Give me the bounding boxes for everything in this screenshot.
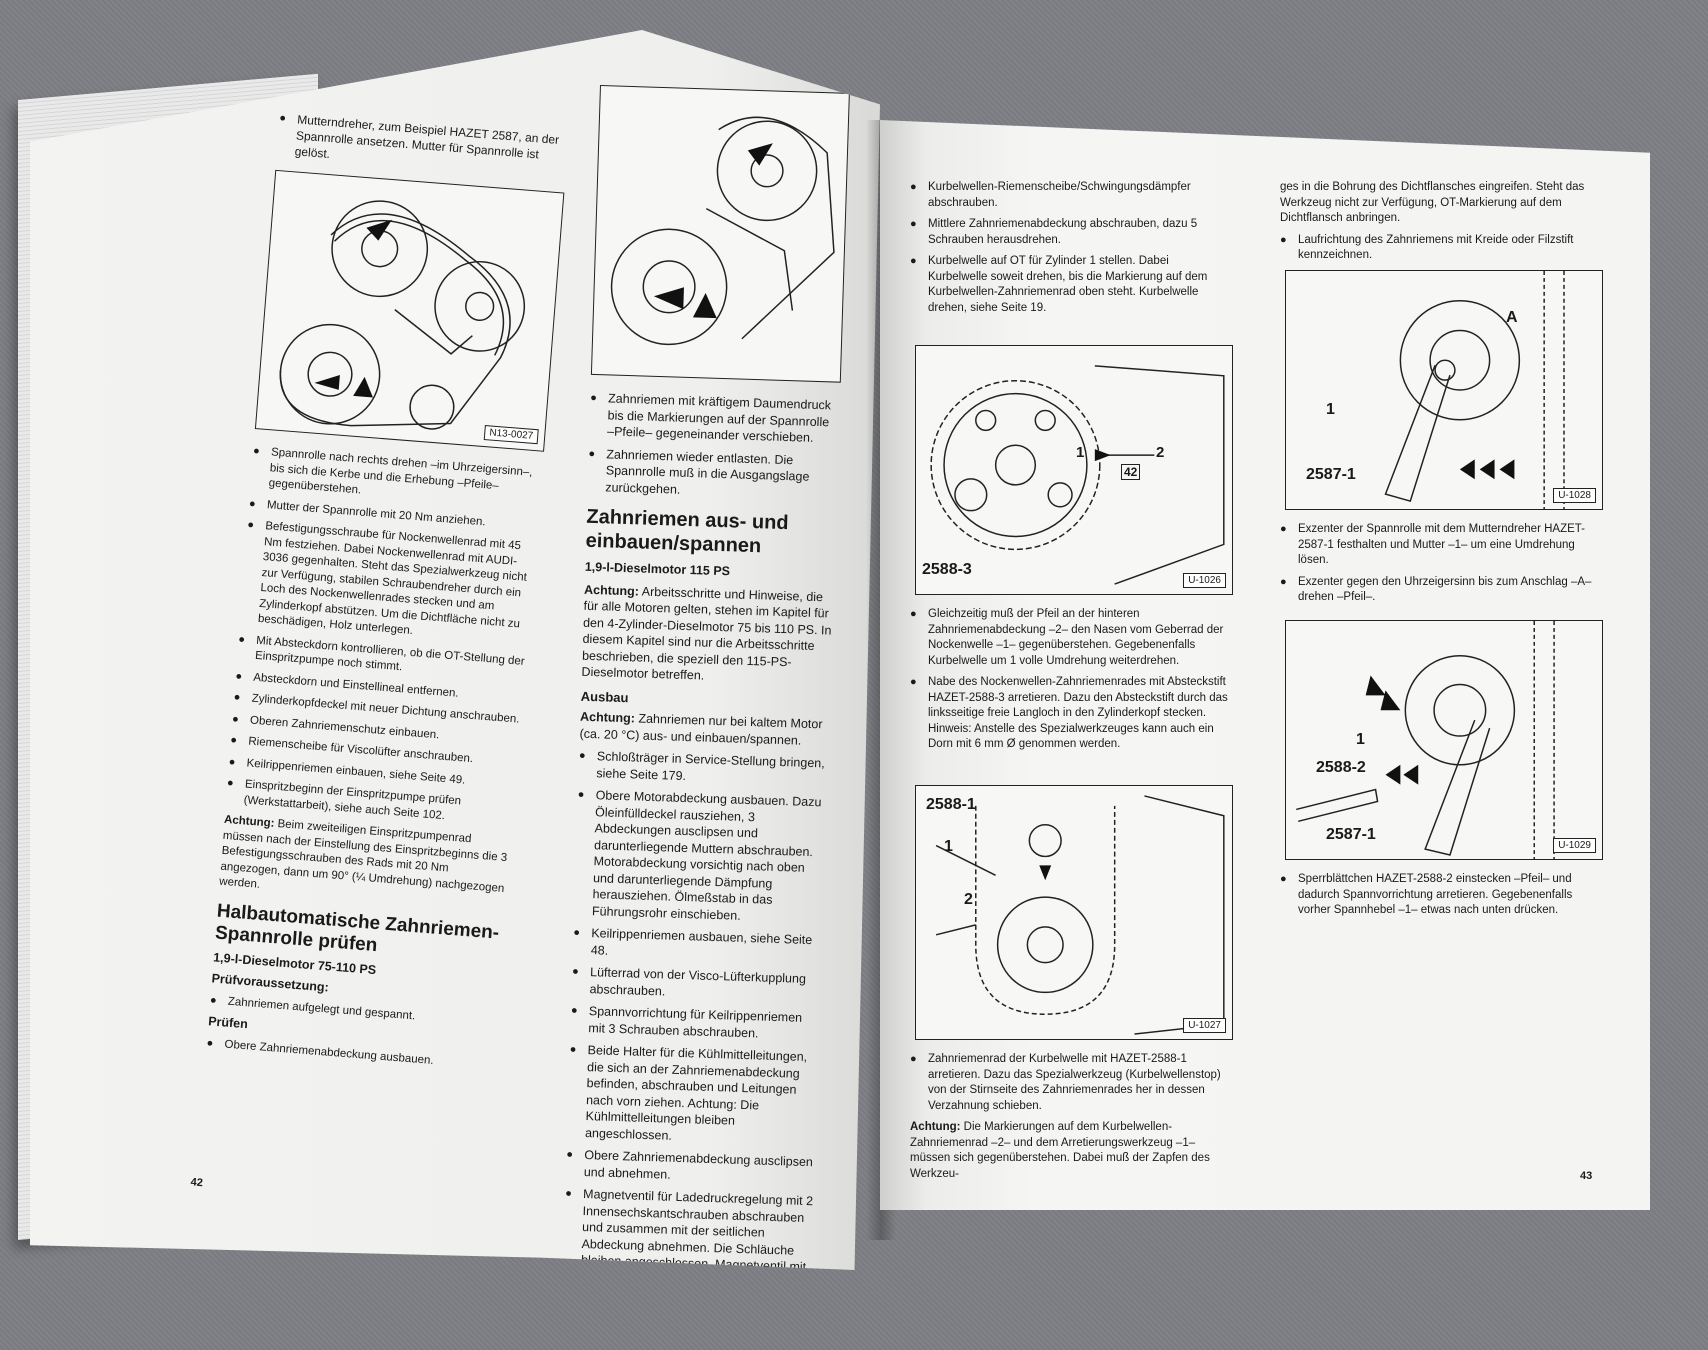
right-column-2-steps-3: Sperrblättchen HAZET-2588-2 einstecken –… bbox=[1280, 872, 1600, 925]
section-heading: Zahnriemen aus- und einbauen/spannen bbox=[585, 505, 789, 558]
achtung-note: Achtung: Arbeitsschritte und Hinweise, d… bbox=[581, 581, 834, 688]
callout-1: 1 bbox=[1356, 731, 1365, 748]
list-item: Laufrichtung des Zahnriemens mit Kreide … bbox=[1280, 233, 1600, 264]
achtung-label: Achtung: bbox=[579, 709, 636, 726]
figure-code: U-1028 bbox=[1553, 488, 1596, 503]
achtung-label: Achtung: bbox=[910, 1121, 961, 1133]
figure-u-1026: 1 2 42 2588-3 U-1026 bbox=[915, 345, 1233, 595]
tensioner-wrench-drawing bbox=[1384, 271, 1565, 509]
page-number-right: 43 bbox=[1580, 1170, 1593, 1182]
tool-label-b: 2587-1 bbox=[1326, 826, 1376, 843]
figure-code: U-1029 bbox=[1553, 838, 1596, 853]
left-page: Mutterndreher, zum Beispiel HAZET 2587, … bbox=[30, 30, 880, 1270]
figure-n13-0027: N13-0027 bbox=[254, 169, 565, 452]
callout-2: 2 bbox=[964, 891, 973, 908]
achtung-text: Beim zweiteiligen Einspritzpumpenrad müs… bbox=[218, 818, 508, 895]
tool-label: 2587-1 bbox=[1306, 466, 1356, 483]
crankshaft-gear-drawing bbox=[935, 795, 1225, 1035]
tool-label: 2588-1 bbox=[926, 796, 976, 813]
list-item: Befestigungsschraube für Nockenwellenrad… bbox=[239, 518, 537, 649]
callout-2: 2 bbox=[1156, 444, 1165, 461]
list-item: Gleichzeitig muß der Pfeil an der hinter… bbox=[910, 607, 1230, 669]
middle-steps-1: Zahnriemen mit kräftigem Daumendruck bis… bbox=[562, 390, 840, 1270]
right-column-2-steps-2: Exzenter der Spannrolle mit dem Mutternd… bbox=[1280, 522, 1600, 612]
figure-u-1029: 1 2588-2 2587-1 U-1029 bbox=[1285, 620, 1603, 860]
list-item: Spannvorrichtung für Keilrippenriemen mi… bbox=[570, 1003, 821, 1044]
right-column-1-steps-2: Gleichzeitig muß der Pfeil an der hinter… bbox=[910, 607, 1230, 759]
list-item: Exzenter der Spannrolle mit dem Mutternd… bbox=[1280, 522, 1600, 569]
list-item: Zahnriemen wieder entlasten. Die Spannro… bbox=[587, 445, 838, 502]
right-column-1: Kurbelwellen-Riemenscheibe/Schwingungsdä… bbox=[910, 180, 1230, 322]
achtung-label: Achtung: bbox=[223, 813, 275, 830]
list-item: Zahnriemen mit kräftigem Daumendruck bis… bbox=[589, 390, 840, 447]
callout-1: 1 bbox=[1076, 444, 1085, 461]
list-item: Beide Halter für die Kühlmittelleitungen… bbox=[567, 1042, 820, 1149]
achtung-note: Achtung: Beim zweiteiligen Einspritzpump… bbox=[219, 813, 514, 913]
list-item: Zahnriemenrad der Kurbelwelle mit HAZET-… bbox=[910, 1052, 1230, 1114]
section-subheading: 1,9-l-Dieselmotor 115 PS bbox=[584, 559, 731, 579]
list-item: Kurbelwelle auf OT für Zylinder 1 stelle… bbox=[910, 254, 1230, 316]
list-item: Exzenter gegen den Uhrzeigersinn bis zum… bbox=[1280, 575, 1600, 606]
locking-plate-drawing bbox=[1296, 621, 1555, 859]
achtung-note: Achtung: Zahnriemen nur bei kaltem Motor… bbox=[579, 709, 830, 750]
list-item: Schloßträger in Service-Stellung bringen… bbox=[578, 748, 829, 789]
list-item: Nabe des Nockenwellen-Zahnriemenrades mi… bbox=[910, 675, 1230, 753]
engine-belt-drawing bbox=[279, 200, 526, 430]
figure-u-1028: A 1 2587-1 U-1028 bbox=[1285, 270, 1603, 510]
left-page-content: Mutterndreher, zum Beispiel HAZET 2587, … bbox=[190, 110, 818, 1189]
list-item: Keilrippenriemen ausbauen, siehe Seite 4… bbox=[573, 925, 824, 966]
left-steps: Spannrolle nach rechts drehen –im Uhrzei… bbox=[205, 444, 542, 1080]
figure-code: U-1026 bbox=[1183, 573, 1226, 588]
callout-42: 42 bbox=[1121, 464, 1141, 480]
achtung-text: Arbeitsschritte und Hinweise, die für al… bbox=[581, 584, 832, 683]
achtung-text: Die Markierungen auf dem Kurbelwellen-Za… bbox=[910, 1121, 1210, 1180]
achtung-note: Achtung: Die Markierungen auf dem Kurbel… bbox=[910, 1120, 1230, 1182]
achtung-label: Achtung: bbox=[583, 582, 640, 598]
figure-tensioner-pressure bbox=[590, 85, 850, 383]
list-item: Lüfterrad von der Visco-Lüfterkupplung a… bbox=[571, 964, 822, 1005]
list-item: Magnetventil für Ladedruckregelung mit 2… bbox=[562, 1185, 815, 1270]
list-item: Obere Motorabdeckung ausbauen. Dazu Ölei… bbox=[574, 787, 828, 927]
list-item: Mutterndreher, zum Beispiel HAZET 2587, … bbox=[276, 110, 569, 181]
callout-1: 1 bbox=[1326, 401, 1335, 418]
list-item: Sperrblättchen HAZET-2588-2 einstecken –… bbox=[1280, 872, 1600, 919]
continued-text: ges in die Bohrung des Dichtflansches ei… bbox=[1280, 181, 1585, 224]
callout-a: A bbox=[1506, 309, 1518, 326]
right-column-1-steps-3: Zahnriemenrad der Kurbelwelle mit HAZET-… bbox=[910, 1052, 1230, 1188]
right-column-2: ges in die Bohrung des Dichtflansches ei… bbox=[1280, 180, 1600, 270]
list-item: Kurbelwellen-Riemenscheibe/Schwingungsdä… bbox=[910, 180, 1230, 211]
tool-label-a: 2588-2 bbox=[1316, 759, 1366, 776]
figure-code: U-1027 bbox=[1183, 1018, 1226, 1033]
right-page: Kurbelwellen-Riemenscheibe/Schwingungsdä… bbox=[880, 120, 1650, 1210]
tool-label: 2588-3 bbox=[922, 561, 972, 578]
callout-1: 1 bbox=[944, 838, 953, 855]
tensioner-drawing bbox=[610, 116, 835, 346]
figure-u-1027: 2588-1 1 2 U-1027 bbox=[915, 785, 1233, 1040]
page-number-left: 42 bbox=[190, 1176, 204, 1190]
list-item: Mittlere Zahnriemenabdeckung abschrauben… bbox=[910, 217, 1230, 248]
camshaft-gear-drawing bbox=[930, 365, 1225, 585]
middle-column: Zahnriemen mit kräftigem Daumendruck bis… bbox=[579, 85, 850, 1270]
list-item: Obere Zahnriemenabdeckung ausclipsen und… bbox=[566, 1146, 817, 1187]
